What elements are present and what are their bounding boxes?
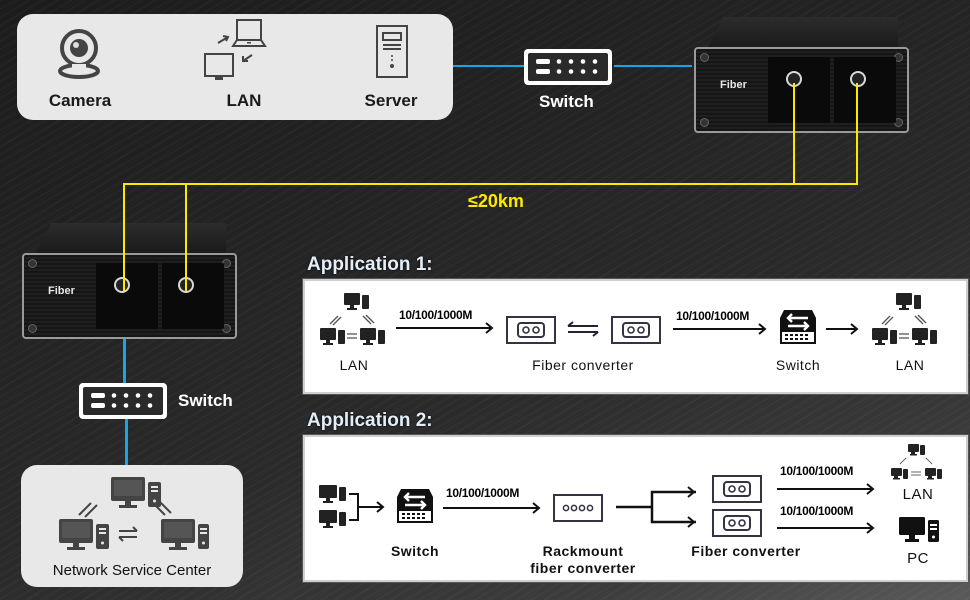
app1-converter-label: Fiber converter <box>532 357 634 373</box>
app1-speed-label-b: 10/100/1000M <box>676 309 750 323</box>
app2-speed-label-a: 10/100/1000M <box>446 486 520 500</box>
switch-icon <box>79 383 167 419</box>
lan-cluster-icon <box>891 444 942 480</box>
application-1-title: Application 1: <box>307 254 433 275</box>
pc-icon <box>899 517 939 542</box>
app1-switch-label: Switch <box>775 357 821 373</box>
bidirectional-arrow-icon <box>567 321 599 337</box>
switch-icon <box>524 49 612 85</box>
network-service-center-panel: Network Service Center <box>21 465 243 587</box>
app1-speed-label-a: 10/100/1000M <box>399 308 473 322</box>
fiber-line <box>185 183 187 291</box>
lan-icon <box>204 19 267 80</box>
fiber-port-label: Fiber <box>48 285 75 297</box>
splitter-arrow-icon <box>616 486 696 528</box>
port-ring <box>850 71 866 87</box>
distance-label: ≤20km <box>468 191 524 211</box>
arrow-right-icon <box>443 502 541 514</box>
fiber-port-label: Fiber <box>720 79 747 91</box>
arrow-right-icon <box>396 322 494 334</box>
screw-icon <box>28 324 37 333</box>
fiber-line <box>123 183 125 291</box>
lan-cluster-icon <box>872 293 937 345</box>
arrow-right-icon <box>777 522 875 534</box>
app1-lan-right-label: LAN <box>895 357 925 373</box>
bottom-switch-label: Switch <box>178 391 233 410</box>
arrow-right-icon <box>826 323 859 335</box>
fiber-port-tx <box>96 263 158 329</box>
app2-pc-label: PC <box>907 550 929 567</box>
server-label: Server <box>364 91 418 110</box>
fiber-line <box>793 83 795 184</box>
server-icon <box>376 25 408 78</box>
device-front-panel: Fiber <box>22 253 237 339</box>
screw-icon <box>700 118 709 127</box>
lan-cluster-icon <box>320 293 385 345</box>
app2-speed-label-pc: 10/100/1000M <box>780 504 854 518</box>
port-ring <box>114 277 130 293</box>
fiber-port-rx <box>162 263 224 329</box>
fiber-converter-icon <box>506 316 556 344</box>
fiber-line <box>123 183 858 185</box>
app2-speed-label-lan: 10/100/1000M <box>780 464 854 478</box>
fiber-port-rx <box>834 57 896 123</box>
ethernet-line <box>125 418 128 466</box>
fiber-port-tx <box>768 57 830 123</box>
pc-pair-icon <box>319 485 385 528</box>
device-top-panel <box>708 17 898 47</box>
network-service-center-label: Network Service Center <box>52 562 212 579</box>
source-panel: Camera LAN Server <box>17 14 453 120</box>
arrow-right-icon <box>777 483 875 495</box>
lan-label: LAN <box>226 91 262 110</box>
app2-lan-label: LAN <box>902 486 934 503</box>
ethernet-line <box>453 65 525 67</box>
fiber-converter-icon <box>611 316 661 344</box>
camera-label: Camera <box>48 91 112 110</box>
screw-icon <box>700 53 709 62</box>
app1-lan-left-label: LAN <box>339 357 369 373</box>
app2-rackmount-label-1: Rackmount <box>542 543 624 559</box>
remote-fiber-converter: Fiber <box>694 17 909 135</box>
ethernet-line <box>614 65 692 67</box>
arrow-right-icon <box>673 323 767 335</box>
screw-icon <box>28 259 37 268</box>
network-switch-icon <box>397 489 433 523</box>
device-front-panel: Fiber <box>694 47 909 133</box>
network-switch-icon <box>780 310 816 344</box>
ethernet-line <box>123 339 126 385</box>
application-2-title: Application 2: <box>307 410 433 431</box>
local-fiber-converter: Fiber <box>22 223 237 341</box>
top-switch-label: Switch <box>539 92 594 111</box>
fiber-converter-icon <box>712 475 762 503</box>
device-top-panel <box>36 223 226 253</box>
app2-rackmount-label-2: fiber converter <box>530 560 636 576</box>
fiber-converter-icon <box>712 509 762 537</box>
rackmount-converter-icon <box>553 494 603 522</box>
app2-switch-label: Switch <box>390 543 440 559</box>
app2-converter-label: Fiber converter <box>691 543 801 559</box>
fiber-line <box>856 83 858 185</box>
network-computers-icon <box>59 477 209 550</box>
webcam-icon <box>58 29 100 79</box>
